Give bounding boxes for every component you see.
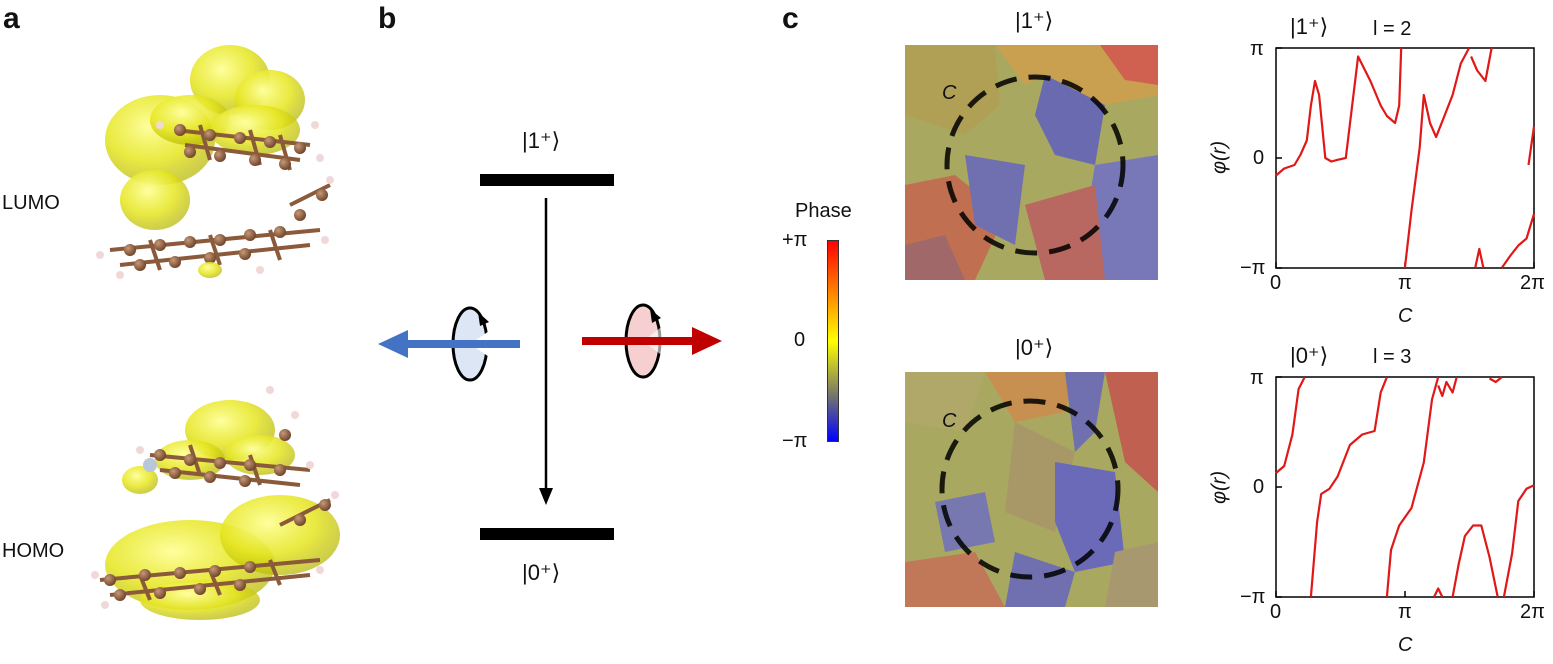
plot-bottom-series-6 [1488, 376, 1503, 384]
panel-letter-c: c [782, 2, 799, 35]
phase-map-top [905, 45, 1158, 280]
plot-top-ytick-minus-pi: −π [1240, 257, 1266, 279]
plot-top-xtick-2pi: 2π [1520, 272, 1545, 294]
panel-letter-a: a [3, 2, 20, 35]
plot-top-ylabel: φ(r) [1208, 140, 1231, 175]
colorbar-mid-tick: 0 [794, 329, 806, 351]
plot-bottom-xtick-pi: π [1398, 601, 1412, 623]
plot-top-series-3 [1474, 247, 1485, 269]
plot-top-ytick-0: 0 [1253, 147, 1265, 169]
homo-label: HOMO [2, 540, 65, 562]
plot-bottom-svg [1275, 376, 1535, 598]
plot-bottom-series-1 [1309, 376, 1388, 597]
plot-top-svg [1275, 47, 1536, 269]
plot-top-ytick-pi: π [1250, 38, 1264, 60]
plot-bottom-series-3 [1437, 376, 1458, 398]
lower-state-label: |0⁺⟩ [522, 560, 561, 585]
colorbar-top-tick: +π [782, 229, 808, 251]
plot-bottom-xlabel: C [1398, 634, 1413, 656]
panel-letter-b: b [378, 2, 397, 35]
plot-top-series-4 [1500, 213, 1536, 269]
plot-bottom-series-2 [1385, 376, 1440, 597]
plot-bottom-xtick-2pi: 2π [1520, 601, 1545, 623]
plot-top-series-2 [1470, 47, 1493, 83]
phase-colorbar [827, 240, 839, 442]
plot-top-xtick-pi: π [1398, 272, 1412, 294]
plot-bottom-l-label: l = 3 [1373, 346, 1412, 368]
plot-bottom-series-0 [1275, 376, 1306, 474]
plot-bottom-ytick-pi: π [1250, 367, 1264, 389]
plot-bottom-xtick-0: 0 [1270, 601, 1282, 623]
plot-bottom-ylabel: φ(r) [1208, 470, 1231, 505]
plot-top-series-1 [1403, 47, 1470, 269]
plot-top-series-5 [1527, 126, 1536, 166]
phase-map-bottom [905, 372, 1158, 607]
phase-map-bottom-contour-label: C [942, 410, 957, 432]
right-circular-polarization-icon [620, 303, 672, 379]
lumo-label: LUMO [2, 192, 60, 214]
colorbar-title: Phase [795, 200, 852, 222]
upper-state-label: |1⁺⟩ [522, 128, 561, 153]
lower-energy-level [480, 528, 614, 540]
plot-bottom-series-4 [1433, 587, 1444, 598]
plot-bottom-state: |0⁺⟩ [1290, 343, 1329, 368]
upper-energy-level [480, 174, 614, 186]
plot-bottom-ytick-minus-pi: −π [1240, 586, 1266, 608]
plot-top-xlabel: C [1398, 305, 1413, 327]
plot-bottom-ytick-0: 0 [1253, 476, 1265, 498]
phase-map-top-state: |1⁺⟩ [1015, 8, 1054, 33]
phase-map-top-contour-label: C [942, 82, 957, 104]
phase-map-bottom-state: |0⁺⟩ [1015, 335, 1054, 360]
plot-top-series-0 [1275, 48, 1403, 177]
colorbar-bottom-tick: −π [782, 430, 808, 452]
plot-bottom-series-7 [1502, 484, 1535, 598]
plot-bottom-series-5 [1451, 524, 1499, 598]
homo-orbital-image [91, 386, 340, 620]
plot-top-state: |1⁺⟩ [1290, 14, 1329, 39]
plot-top-l-label: l = 2 [1373, 18, 1412, 40]
lumo-orbital-image [96, 45, 334, 279]
plot-top-xtick-0: 0 [1270, 272, 1282, 294]
